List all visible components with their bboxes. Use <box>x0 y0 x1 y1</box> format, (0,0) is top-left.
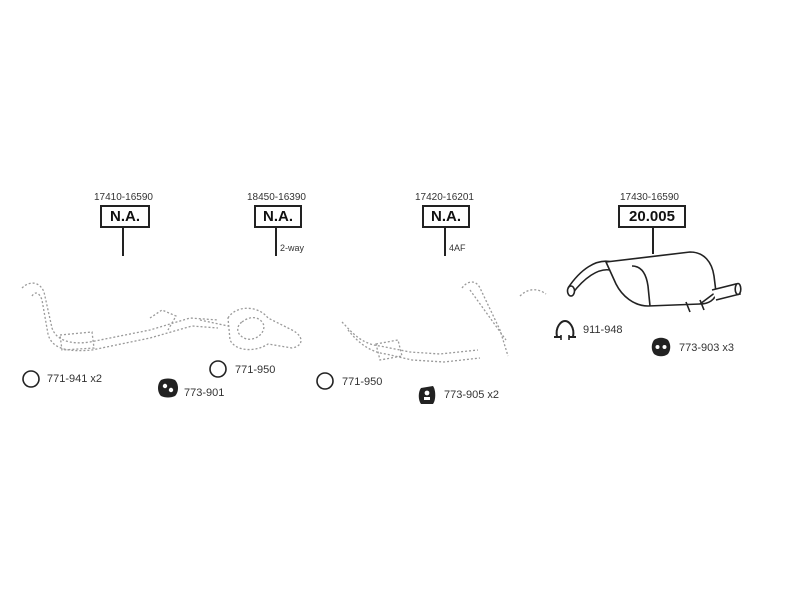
availability-box-1[interactable]: N.A. <box>100 205 150 228</box>
accessory-code-2: 773-901 <box>184 387 225 399</box>
accessory-code-3: 771-950 <box>235 364 276 376</box>
variant-note-2: 2-way <box>280 243 305 253</box>
front-pipe-drawing <box>21 282 219 352</box>
front-silencer-drawing <box>199 307 302 351</box>
accessory-code-1: 771-941 x2 <box>47 373 103 385</box>
rubber-mount-icon[interactable] <box>651 337 671 357</box>
availability-box-2[interactable]: N.A. <box>254 205 302 228</box>
variant-note-3: 4AF <box>449 243 466 253</box>
price-box-4[interactable]: 20.005 <box>618 205 686 228</box>
leader-line-1 <box>122 228 124 256</box>
leader-line-2 <box>275 228 277 256</box>
rubber-mount-icon[interactable] <box>417 384 437 406</box>
gasket-ring-icon[interactable] <box>208 359 228 379</box>
rear-silencer-drawing <box>566 251 742 313</box>
availability-box-3[interactable]: N.A. <box>422 205 470 228</box>
part-number-4: 17430-16590 <box>620 192 679 203</box>
part-number-1: 17410-16590 <box>94 192 153 203</box>
gasket-ring-icon[interactable] <box>315 371 335 391</box>
part-number-2: 18450-16390 <box>247 192 306 203</box>
pipe-clamp-icon[interactable] <box>553 319 577 341</box>
rubber-mount-icon[interactable] <box>157 378 179 398</box>
accessory-code-4: 771-950 <box>342 376 383 388</box>
accessory-code-5: 773-905 x2 <box>444 389 500 401</box>
centre-pipe-drawing <box>341 281 547 363</box>
gasket-ring-icon[interactable] <box>21 369 41 389</box>
accessory-code-7: 773-903 x3 <box>679 342 735 354</box>
part-number-3: 17420-16201 <box>415 192 474 203</box>
accessory-code-6: 911-948 <box>583 324 623 336</box>
leader-line-4 <box>652 228 654 254</box>
leader-line-3 <box>444 228 446 256</box>
